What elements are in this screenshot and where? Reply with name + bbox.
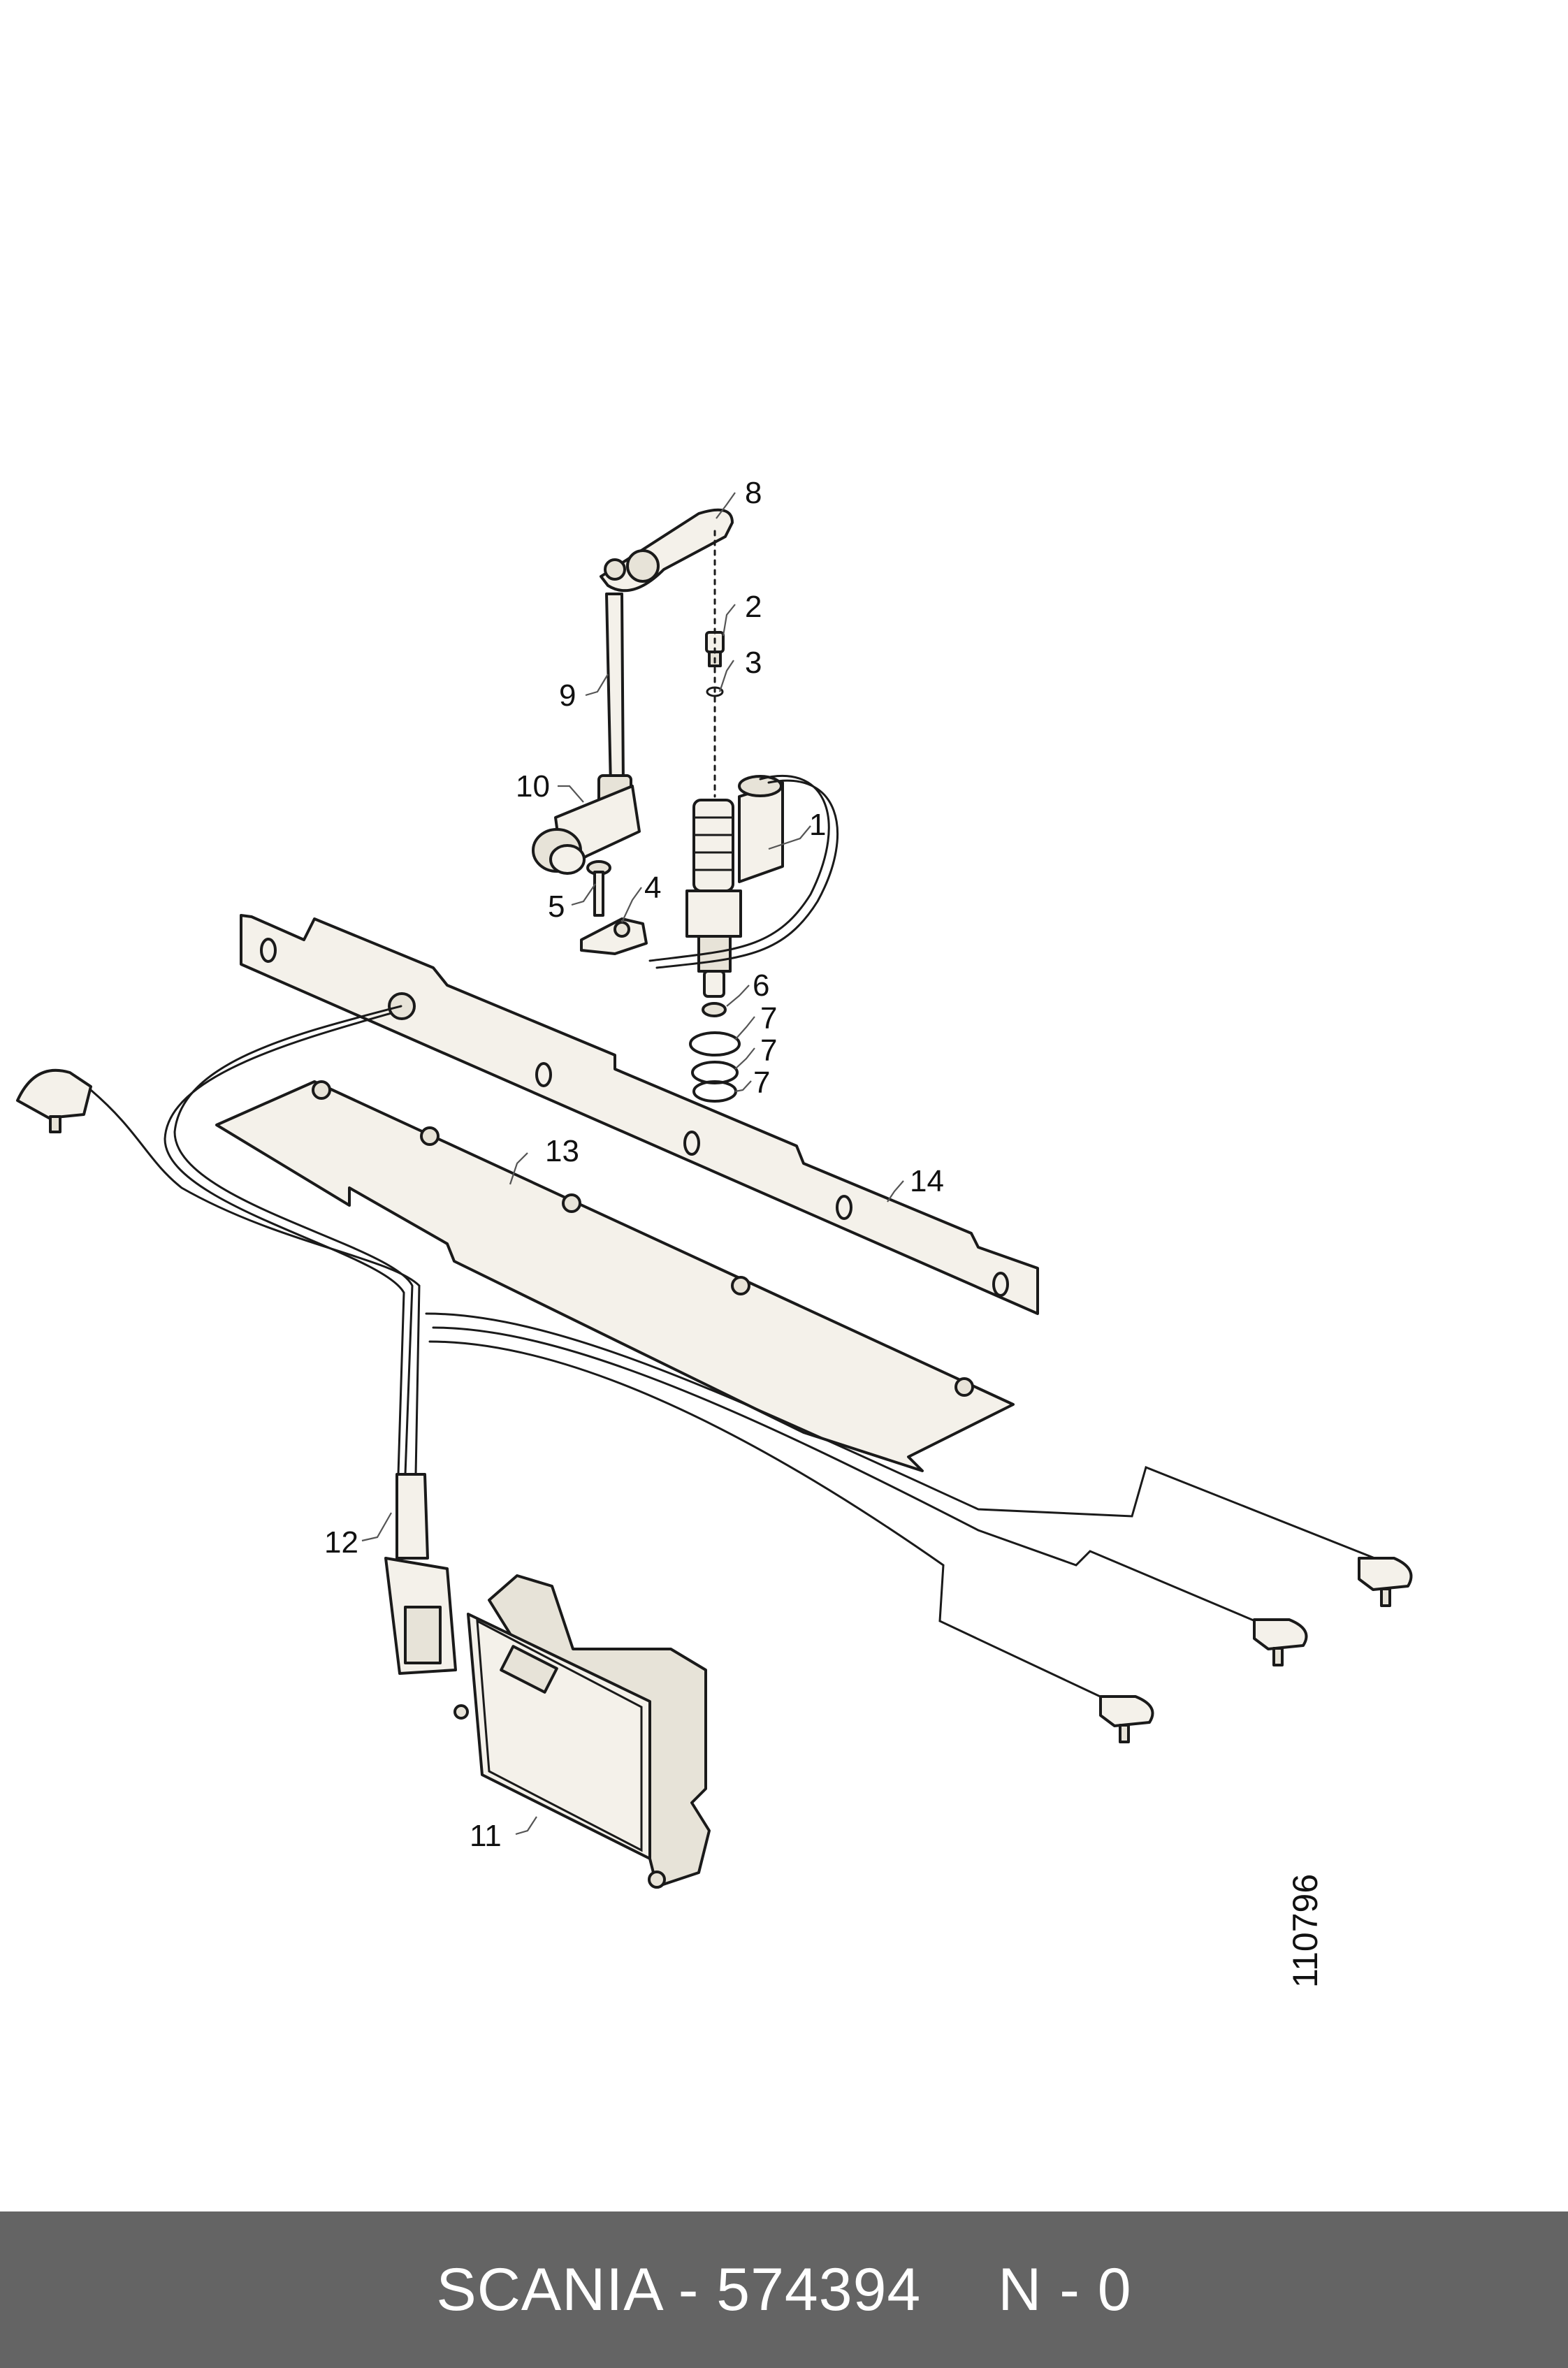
callout-5: 5 — [548, 889, 565, 924]
callout-10: 10 — [516, 769, 550, 804]
rocker-arm — [600, 508, 734, 593]
copper-washer — [702, 1002, 727, 1017]
o-ring-2 — [691, 1061, 739, 1084]
callout-7a: 7 — [760, 1001, 777, 1036]
sensor-right-1 — [1358, 1557, 1413, 1607]
unit-injector — [648, 774, 839, 998]
o-ring-3 — [692, 1080, 737, 1103]
callout-12: 12 — [324, 1525, 358, 1560]
push-rod — [597, 593, 632, 805]
clamp — [580, 917, 648, 955]
part-label: SCANIA - 574394 — [436, 2256, 922, 2323]
variant-label: N - 0 — [998, 2256, 1132, 2323]
figure-number: 110796 — [1286, 1874, 1325, 1988]
wiring-harness — [89, 1005, 1385, 1706]
callout-13: 13 — [545, 1134, 579, 1168]
callout-6: 6 — [753, 968, 769, 1003]
bolt — [586, 860, 611, 917]
sensor-right-3 — [1099, 1695, 1154, 1743]
callout-7b: 7 — [760, 1033, 777, 1068]
heat-shield — [215, 1080, 1015, 1472]
callout-9: 9 — [559, 678, 576, 713]
callout-4: 4 — [644, 871, 661, 905]
sensor-left — [16, 1068, 92, 1133]
callout-8: 8 — [745, 476, 762, 510]
cable-duct — [240, 914, 1039, 1315]
callout-2: 2 — [745, 590, 762, 624]
callout-14: 14 — [910, 1164, 944, 1198]
callout-11: 11 — [470, 1819, 502, 1853]
callout-3: 3 — [745, 646, 762, 680]
callout-1: 1 — [809, 808, 826, 842]
callout-7c: 7 — [753, 1066, 770, 1100]
sensor-right-2 — [1253, 1618, 1308, 1666]
o-ring-1 — [689, 1031, 741, 1056]
footer-bar: SCANIA - 574394 N - 0 — [0, 2211, 1568, 2368]
cam-follower — [532, 785, 641, 875]
callout-leaders — [361, 492, 904, 1836]
control-unit — [453, 1574, 711, 1889]
parts-diagram: 1 2 3 4 5 6 7 7 7 8 9 10 11 12 13 14 110… — [16, 476, 1413, 1988]
